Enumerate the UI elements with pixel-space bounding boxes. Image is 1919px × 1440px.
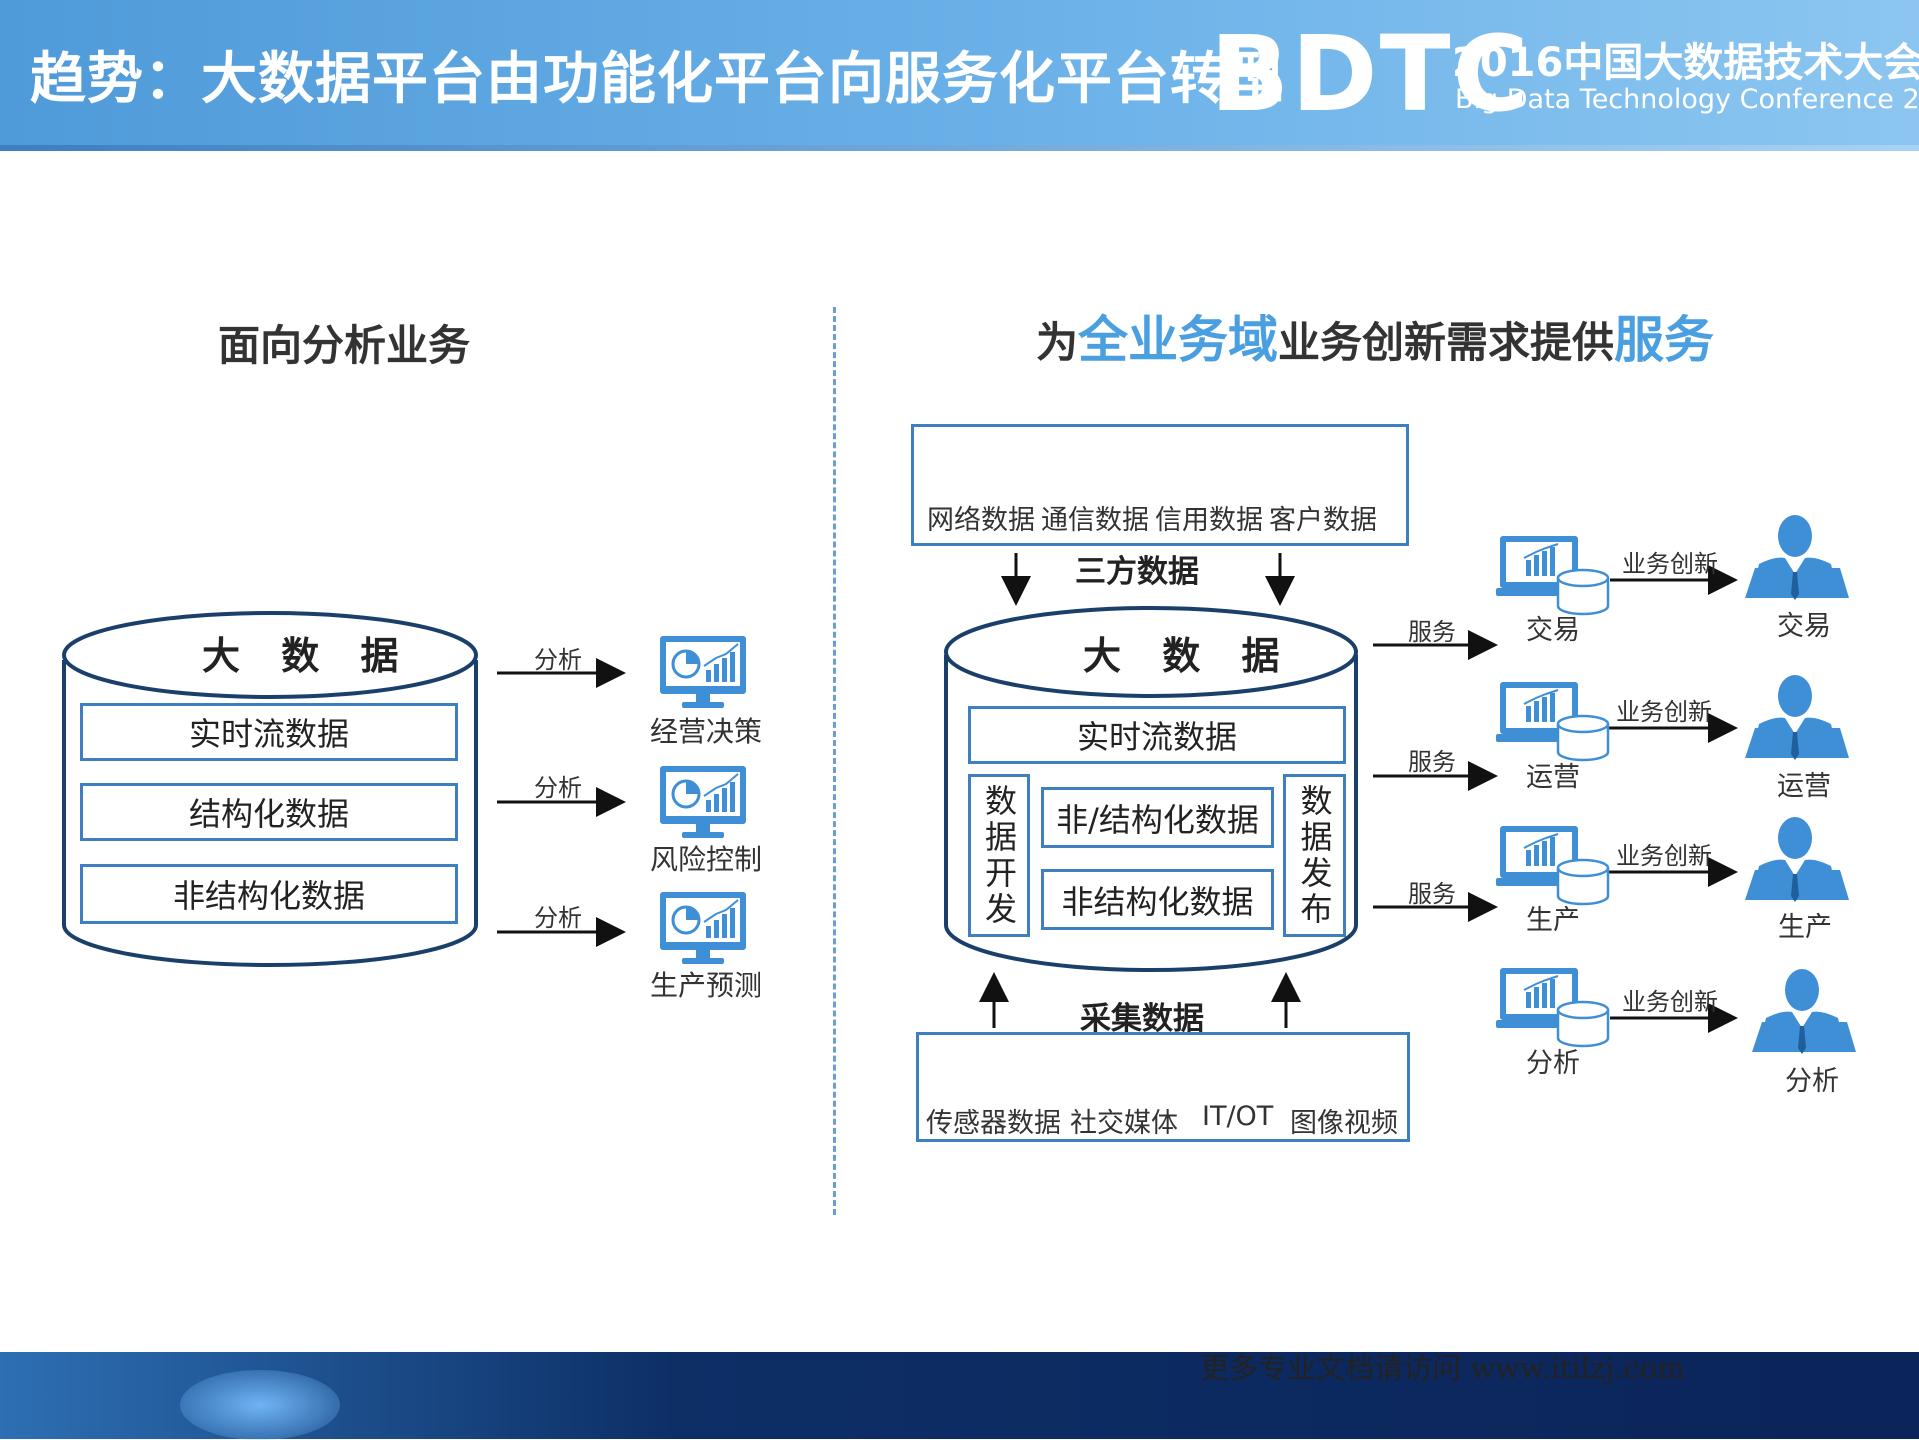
center-divider — [833, 307, 836, 1215]
right-db-title: 大 数 据 — [1083, 634, 1294, 678]
right-heading-highlight-2: 服务 — [1614, 311, 1715, 369]
third-party-telecom: 通信数据 — [1041, 505, 1149, 536]
innovation-label-4: 业务创新 — [1622, 988, 1718, 1016]
user-label-production: 生产 — [1778, 912, 1832, 943]
innovation-label-2: 业务创新 — [1616, 698, 1712, 726]
operation-system-icon — [1494, 680, 1610, 762]
logo-cn-text: 2016中国大数据技术大会 — [1452, 40, 1919, 86]
third-party-box — [911, 424, 1409, 546]
left-layer-structured: 结构化数据 — [80, 783, 458, 841]
innovation-label-3: 业务创新 — [1616, 842, 1712, 870]
footer-link-text[interactable]: 更多专业文档请访问 www.itilzj.com — [1200, 1351, 1685, 1385]
left-arrow-label-3: 分析 — [534, 904, 582, 932]
left-heading: 面向分析业务 — [218, 321, 471, 370]
analysis-user-icon — [1752, 969, 1856, 1054]
bdtc-logo: BDTC — [1210, 13, 1531, 135]
collect-label: 采集数据 — [1080, 1001, 1204, 1037]
service-label-3: 服务 — [1408, 880, 1456, 908]
trade-user-icon — [1745, 515, 1849, 600]
right-heading-pre: 为 — [1036, 318, 1079, 367]
operation-user-icon — [1745, 675, 1849, 760]
header-bar — [0, 0, 1919, 145]
service-label-1: 服务 — [1408, 618, 1456, 646]
left-db-title: 大 数 据 — [202, 634, 413, 678]
collect-image: 图像视频 — [1290, 1108, 1398, 1139]
right-layer-realtime: 实时流数据 — [968, 706, 1346, 764]
user-label-trade: 交易 — [1777, 611, 1831, 642]
right-heading: 为全业务域业务创新需求提供服务 — [1036, 300, 1714, 372]
collect-box — [916, 1032, 1410, 1142]
forecast-monitor-icon — [658, 890, 748, 966]
collect-sensor: 传感器数据 — [926, 1108, 1061, 1139]
innovation-label-1: 业务创新 — [1622, 550, 1718, 578]
data-publish-column: 数据发布 — [1283, 774, 1346, 937]
system-label-trade: 交易 — [1526, 615, 1580, 646]
output-forecast: 生产预测 — [650, 969, 763, 1002]
left-layer-realtime: 实时流数据 — [80, 703, 458, 761]
logo-en-text: Big Data Technology Conference 2016 — [1455, 84, 1919, 115]
user-label-operation: 运营 — [1777, 771, 1831, 802]
trade-system-icon — [1494, 534, 1610, 616]
right-layer-unstructured: 非结构化数据 — [1041, 869, 1274, 930]
risk-monitor-icon — [658, 764, 748, 840]
user-label-analysis: 分析 — [1785, 1066, 1839, 1097]
system-label-operation: 运营 — [1526, 762, 1580, 793]
collect-itot: IT/OT — [1202, 1101, 1274, 1132]
right-layer-semi: 非/结构化数据 — [1041, 787, 1274, 848]
footer-glow — [180, 1370, 340, 1440]
left-arrow-label-2: 分析 — [534, 774, 582, 802]
system-label-analysis: 分析 — [1526, 1048, 1580, 1079]
left-layer-unstructured: 非结构化数据 — [80, 864, 458, 924]
third-party-credit: 信用数据 — [1155, 505, 1263, 536]
data-dev-column: 数据开发 — [968, 774, 1030, 937]
slide-title: 趋势：大数据平台由功能化平台向服务化平台转型 — [30, 47, 1284, 112]
left-arrow-label-1: 分析 — [534, 646, 582, 674]
decision-monitor-icon — [658, 634, 748, 710]
output-risk: 风险控制 — [650, 843, 763, 876]
collect-social: 社交媒体 — [1070, 1108, 1178, 1139]
third-party-label: 三方数据 — [1075, 554, 1199, 590]
output-decision: 经营决策 — [650, 715, 763, 748]
right-heading-highlight-1: 全业务域 — [1078, 311, 1279, 369]
production-user-icon — [1745, 817, 1849, 902]
right-heading-mid: 业务创新需求提供 — [1278, 318, 1615, 367]
third-party-customer: 客户数据 — [1269, 505, 1377, 536]
production-system-icon — [1494, 824, 1610, 906]
third-party-network: 网络数据 — [927, 505, 1035, 536]
service-label-2: 服务 — [1408, 748, 1456, 776]
system-label-production: 生产 — [1526, 905, 1580, 936]
analysis-system-icon — [1494, 966, 1610, 1048]
header-underline — [0, 145, 1919, 151]
